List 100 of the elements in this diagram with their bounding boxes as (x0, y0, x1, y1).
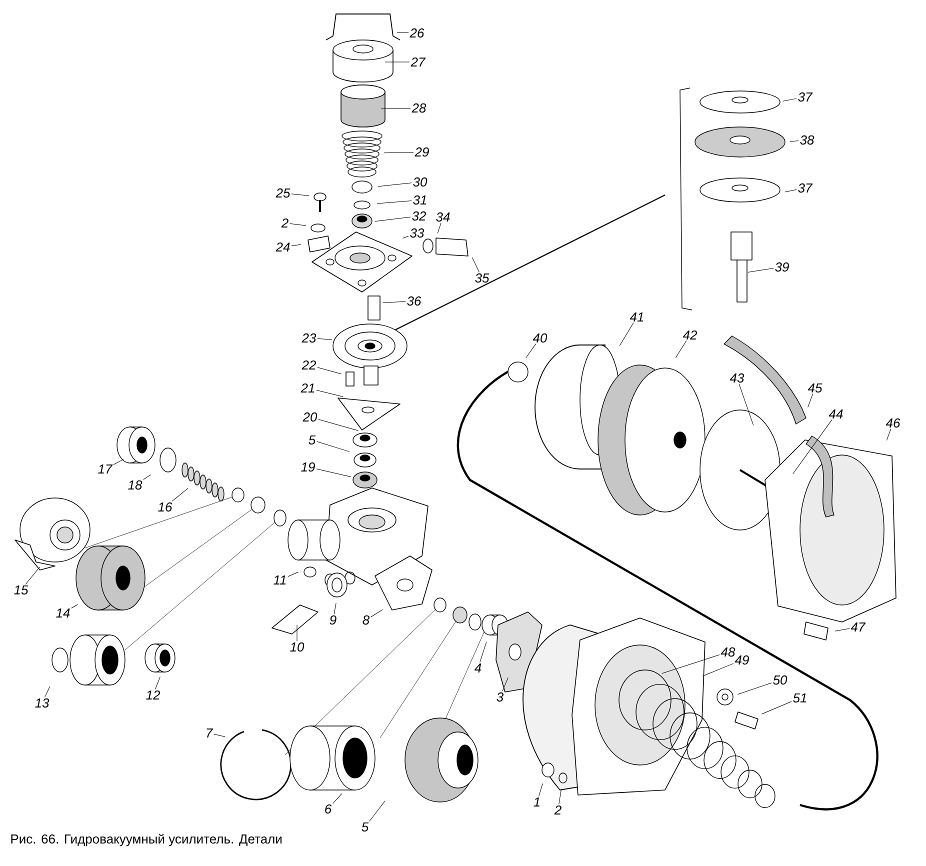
callout-number: 31 (413, 195, 426, 205)
callout-number: 48 (720, 647, 736, 657)
callout-number: 23 (302, 333, 316, 343)
callout-number: 43 (730, 373, 744, 383)
leader-line (113, 459, 124, 465)
callout-number: 26 (410, 28, 424, 38)
callout-number: 35 (475, 273, 490, 283)
callout-number: 38 (800, 135, 814, 145)
callout-number: 17 (98, 464, 113, 474)
leader-line (376, 200, 412, 204)
leader-line (374, 216, 411, 222)
leader-line (761, 701, 792, 714)
callout-number: 1 (534, 798, 540, 806)
callout-number: 18 (128, 480, 142, 490)
callout-number: 13 (35, 698, 50, 708)
leader-line (317, 367, 342, 374)
callout-number: 45 (808, 383, 822, 393)
callout-number: 6 (325, 804, 332, 814)
leader-line (316, 468, 352, 478)
callout-number: 33 (410, 228, 424, 238)
callout-number: 2 (554, 805, 562, 815)
leader-line (71, 604, 78, 608)
leader-line (748, 268, 774, 272)
callout-number: 40 (532, 333, 548, 343)
callout-number: 24 (276, 242, 290, 252)
leader-line (378, 182, 412, 187)
leader-line (396, 32, 409, 33)
leader-line (382, 301, 406, 303)
callout-number: 39 (775, 262, 789, 272)
callout-number: 30 (413, 177, 428, 187)
leader-line (370, 609, 383, 618)
leader-line (384, 152, 414, 154)
callout-number: 47 (850, 622, 866, 632)
callout-number: 34 (436, 212, 450, 222)
leader-line (369, 800, 386, 822)
callout-number: 41 (630, 312, 644, 322)
leader-line (332, 793, 342, 804)
callout-number: 49 (734, 655, 749, 665)
callout-number: 51 (793, 693, 806, 703)
leader-line (288, 572, 299, 577)
callout-number: 10 (290, 642, 304, 652)
callout-number: 14 (56, 608, 70, 618)
leader-line (702, 663, 734, 676)
callout-number: 20 (302, 412, 318, 422)
leader-line (808, 393, 814, 408)
callout-number: 37 (798, 183, 813, 193)
leader-line (558, 788, 562, 804)
callout-number: 46 (886, 418, 900, 428)
callout-number: 19 (301, 462, 315, 472)
leader-line (317, 338, 332, 340)
leader-line (402, 236, 409, 239)
callout-number: 11 (274, 576, 286, 584)
callout-number: 3 (496, 692, 504, 702)
callout-number: 42 (682, 330, 698, 340)
callout-number: 7 (206, 728, 214, 738)
leader-line (172, 488, 188, 502)
caption: Рис. 66. Гидровакуумный усилитель. Детали (11, 834, 282, 846)
callout-number: 5 (308, 435, 316, 445)
leader-line (318, 419, 358, 431)
leader-line (25, 566, 40, 584)
leader-line (214, 734, 226, 738)
callout-number: 2 (281, 218, 288, 228)
leader-line (437, 222, 442, 234)
leader-line (316, 390, 344, 398)
callout-number: 4 (474, 664, 482, 672)
leader-line (738, 384, 754, 426)
leader-line (784, 189, 797, 192)
callout-number: 9 (330, 615, 336, 625)
callout-number: 25 (276, 188, 290, 198)
leader-line (480, 642, 487, 663)
callout-number: 8 (362, 615, 370, 625)
callout-number: 37 (798, 92, 813, 102)
leader-line (886, 428, 892, 441)
leader-line (316, 441, 350, 452)
callout-number: 32 (412, 211, 426, 221)
callout-number: 22 (302, 360, 316, 370)
callout-number: 16 (158, 502, 172, 512)
callout-number: 36 (407, 296, 422, 306)
leader-line (290, 223, 306, 226)
callout-number: 21 (300, 383, 314, 393)
leader-line (502, 677, 508, 692)
leader-line (334, 602, 336, 614)
leader-line (296, 624, 298, 642)
leader-line (662, 654, 720, 674)
leader-line (538, 783, 543, 797)
leader-line (472, 257, 480, 272)
leader-line (790, 140, 799, 142)
leader-line (291, 194, 310, 196)
callout-number: 44 (828, 410, 843, 418)
leader-line (155, 676, 160, 690)
leader-line (737, 682, 772, 695)
callout-number: 27 (410, 57, 426, 67)
leader-line (834, 628, 850, 632)
leader-line (619, 322, 634, 346)
leader-line (782, 98, 797, 102)
leader-line (675, 340, 687, 358)
callout-number: 12 (146, 690, 160, 700)
leader-line (143, 474, 152, 480)
callout-number: 50 (773, 675, 788, 685)
leader-line (291, 244, 302, 246)
